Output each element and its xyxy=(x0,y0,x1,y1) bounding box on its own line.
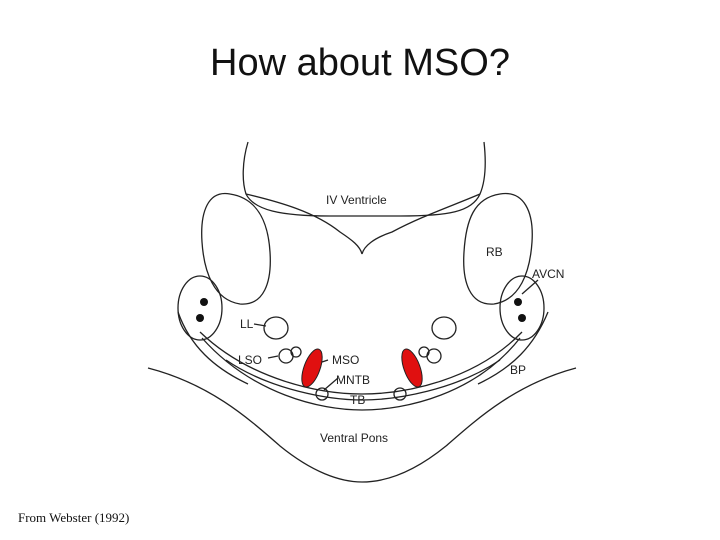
rb-right xyxy=(463,192,533,305)
figure-credit: From Webster (1992) xyxy=(18,510,130,525)
iv-ventricle-outline xyxy=(245,193,481,255)
avcn-right xyxy=(499,275,545,341)
midline-channel-outline xyxy=(242,141,486,217)
label-ventral-pons: Ventral Pons xyxy=(320,431,388,445)
brainstem-cross-section: IV Ventricle RB AVCN LL LSO MSO MNTB TB … xyxy=(147,141,577,483)
avcn-cell-right-2 xyxy=(518,314,526,322)
label-lso: LSO xyxy=(238,353,262,367)
tb-fiber-1 xyxy=(199,331,523,395)
label-iv-ventricle: IV Ventricle xyxy=(326,193,387,207)
arrow-lso xyxy=(267,355,279,359)
tb-fiber-3 xyxy=(225,359,501,401)
ventral-pons-outline xyxy=(147,367,577,483)
avcn-left xyxy=(177,275,223,341)
label-bp: BP xyxy=(510,363,526,377)
lso-right-b xyxy=(418,346,430,358)
arrow-avcn xyxy=(521,279,539,295)
lso-left-b xyxy=(290,346,302,358)
arrow-ll xyxy=(253,323,267,327)
avcn-cell-right-1 xyxy=(514,298,522,306)
avcn-cells xyxy=(196,298,526,322)
mntb-left xyxy=(315,387,329,401)
label-rb: RB xyxy=(486,245,503,259)
mntb-right xyxy=(393,387,407,401)
ll-nucleus-right xyxy=(431,316,457,340)
slide-title: How about MSO? xyxy=(210,42,510,84)
avcn-cell-left-1 xyxy=(200,298,208,306)
brainstem-diagram: IV Ventricle RB AVCN LL LSO MSO MNTB TB … xyxy=(130,132,600,502)
label-mntb: MNTB xyxy=(336,373,370,387)
mso-left-highlight xyxy=(301,348,323,388)
label-ll: LL xyxy=(240,317,254,331)
mso-right-highlight xyxy=(401,348,423,388)
ll-nucleus-left xyxy=(263,316,289,340)
avcn-cell-left-2 xyxy=(196,314,204,322)
arrow-mntb xyxy=(323,377,339,391)
tb-fiber-2 xyxy=(201,337,521,411)
label-tb: TB xyxy=(350,393,365,407)
label-avcn: AVCN xyxy=(532,267,564,281)
rb-left xyxy=(201,192,271,305)
lateral-outline-left xyxy=(177,311,249,385)
label-mso: MSO xyxy=(332,353,359,367)
lateral-outline-right xyxy=(477,311,549,385)
